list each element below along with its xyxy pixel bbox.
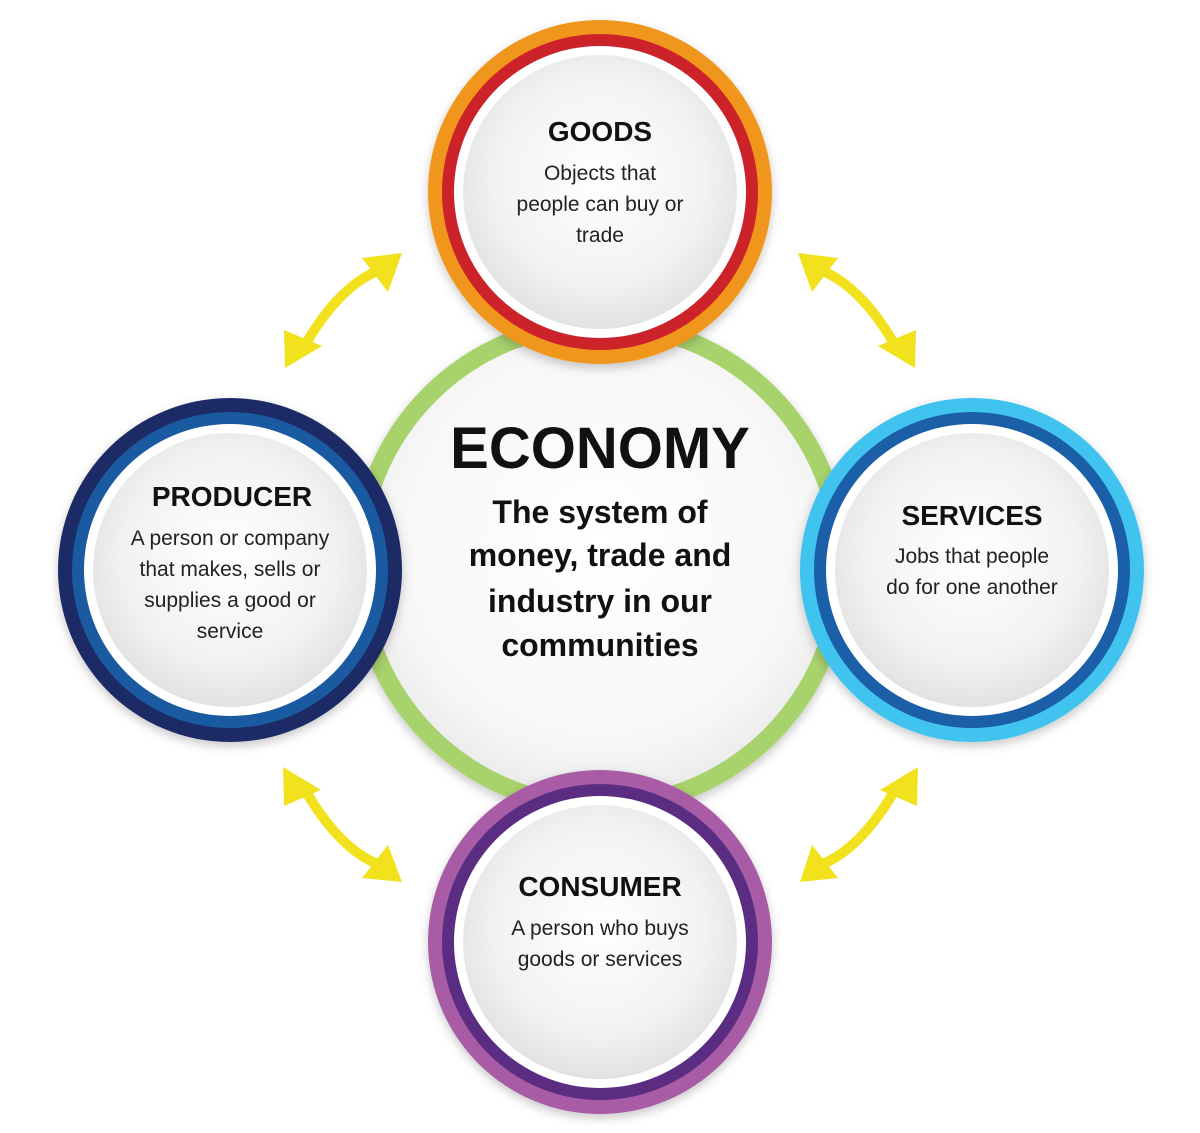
- services-line-2: do for one another: [886, 576, 1058, 599]
- goods-line-2: people can buy or: [517, 193, 684, 216]
- goods-disc: [463, 55, 737, 329]
- center-line-3: industry in our: [488, 583, 712, 619]
- producer-line-2: that makes, sells or: [140, 558, 321, 581]
- goods-line-3: trade: [576, 224, 624, 247]
- services-line-1: Jobs that people: [895, 545, 1049, 568]
- consumer-line-2: goods or services: [518, 948, 683, 971]
- consumer-disc: [463, 805, 737, 1079]
- center-title: ECONOMY: [450, 416, 750, 481]
- consumer-node: CONSUMER A person who buys goods or serv…: [428, 770, 772, 1114]
- producer-line-4: service: [197, 620, 264, 643]
- services-title: SERVICES: [901, 500, 1042, 531]
- goods-line-1: Objects that: [544, 162, 656, 185]
- consumer-title: CONSUMER: [518, 871, 681, 902]
- center-line-2: money, trade and: [469, 537, 732, 573]
- arrow-consumer-producer: [283, 767, 402, 882]
- arrow-goods-services: [798, 253, 916, 368]
- producer-title: PRODUCER: [152, 481, 312, 512]
- producer-disc: [93, 433, 367, 707]
- arrow-producer-goods: [284, 253, 402, 368]
- consumer-line-1: A person who buys: [511, 917, 688, 940]
- center-line-4: communities: [501, 627, 698, 663]
- services-node: SERVICES Jobs that people do for one ano…: [800, 398, 1144, 742]
- goods-title: GOODS: [548, 116, 652, 147]
- producer-line-1: A person or company: [131, 527, 330, 550]
- center-node: ECONOMY The system of money, trade and i…: [350, 315, 850, 815]
- producer-node: PRODUCER A person or company that makes,…: [58, 398, 402, 742]
- goods-node: GOODS Objects that people can buy or tra…: [428, 20, 772, 364]
- producer-line-3: supplies a good or: [144, 589, 316, 612]
- center-line-1: The system of: [492, 494, 708, 530]
- arrow-services-consumer: [800, 767, 918, 882]
- center-disc: [368, 333, 832, 797]
- services-disc: [835, 433, 1109, 707]
